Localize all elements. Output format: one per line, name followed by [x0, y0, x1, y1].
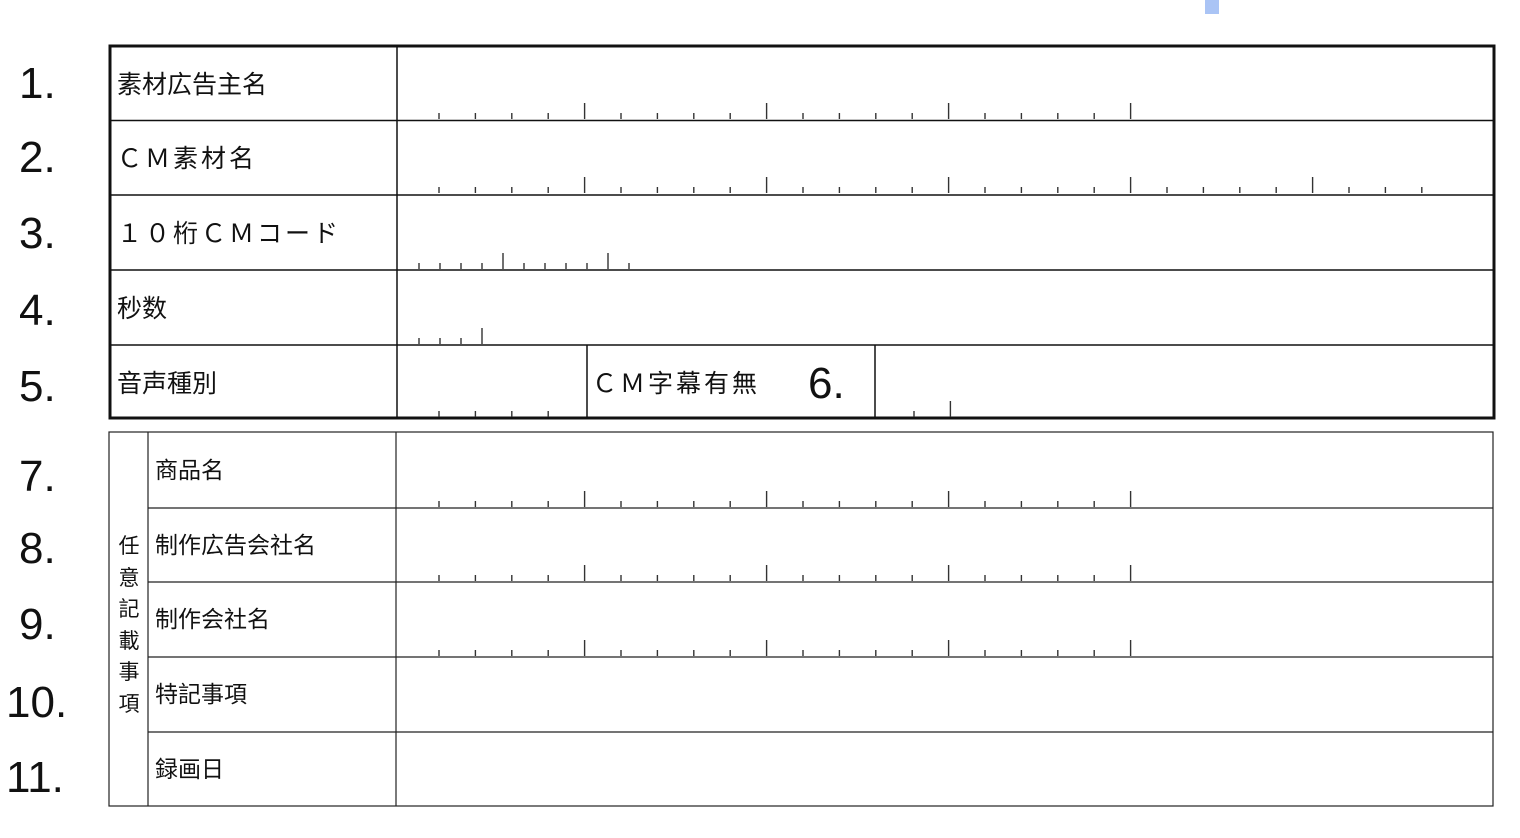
cm-code-input[interactable]	[399, 197, 1492, 268]
cm-material-label: ＣＭ素材名	[117, 144, 258, 173]
row-number-7: 7.	[19, 452, 56, 501]
cm-material-input[interactable]	[399, 122, 1492, 193]
recording-date-label: 録画日	[155, 757, 224, 783]
row-number-11: 11.	[6, 753, 64, 802]
row-number-3: 3.	[19, 209, 56, 258]
subtitles-input[interactable]	[877, 347, 1492, 416]
audio-type-label: 音声種別	[117, 369, 218, 398]
product-label: 商品名	[155, 458, 224, 484]
optional-items-label: 任 意 記 載 事 項	[118, 534, 140, 716]
row-number-1: 1.	[19, 59, 56, 108]
notes-label: 特記事項	[155, 682, 247, 708]
cm-code-label: １０桁ＣＭコード	[117, 219, 342, 248]
seconds-label: 秒数	[117, 294, 168, 323]
accent-bar	[1205, 0, 1219, 14]
subtitles-label: ＣＭ字幕有無	[592, 369, 761, 398]
row-number-4: 4.	[19, 286, 56, 335]
audio-type-input[interactable]	[399, 347, 585, 416]
row-number-10: 10.	[6, 678, 68, 727]
notes-input[interactable]	[398, 659, 1491, 730]
row-number-2: 2.	[19, 133, 56, 182]
row-number-9: 9.	[19, 600, 56, 649]
row-number-6: 6.	[808, 359, 845, 408]
row-number-5: 5.	[19, 362, 56, 411]
product-input[interactable]	[398, 434, 1491, 506]
advertiser-label: 素材広告主名	[117, 70, 268, 99]
advertiser-input[interactable]	[399, 48, 1492, 119]
production-company-label: 制作会社名	[155, 607, 270, 633]
producer-agency-label: 制作広告会社名	[155, 533, 316, 559]
production-company-input[interactable]	[398, 584, 1491, 655]
producer-agency-input[interactable]	[398, 510, 1491, 580]
row-number-8: 8.	[19, 524, 56, 573]
recording-date-input[interactable]	[398, 734, 1491, 804]
seconds-input[interactable]	[399, 272, 1492, 343]
